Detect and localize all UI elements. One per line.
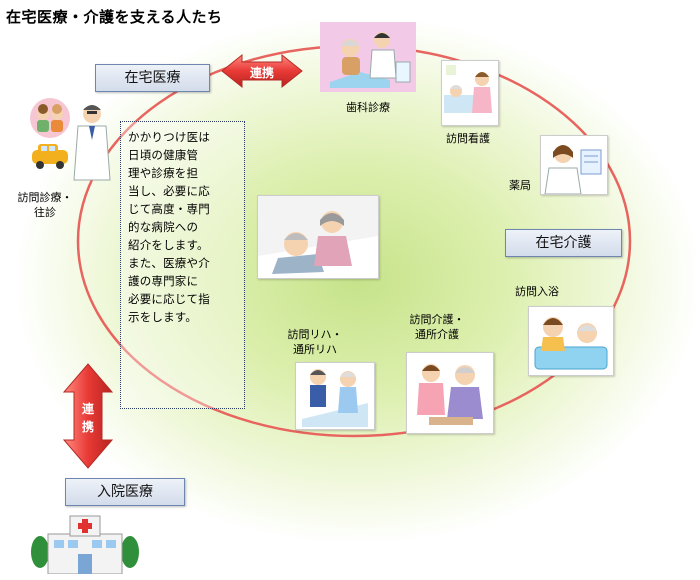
doctor-description: かかりつけ医は 日頃の健康管 理や診療を担 当し、必要に応 じて高度・専門 的な…	[120, 121, 245, 409]
visit-rehab-illustration	[295, 362, 375, 430]
caregiver-meal-icon	[407, 353, 493, 433]
visit-bath-illustration	[528, 306, 614, 376]
link-arrow-top	[221, 53, 303, 89]
label-visit-consult: 訪問診療・ 往診	[10, 190, 80, 220]
doctor-visit-illustration	[28, 92, 116, 184]
page-title: 在宅医療・介護を支える人たち	[6, 8, 223, 26]
visit-nursing-illustration	[441, 60, 499, 126]
hospital-illustration	[30, 512, 140, 575]
label-visit-rehab-line1: 訪問リハ・	[287, 328, 343, 341]
link-arrow-vertical	[62, 363, 114, 469]
box-home-care: 在宅介護	[505, 229, 622, 257]
link-label-vertical-char2: 携	[81, 420, 94, 434]
label-visit-nursing: 訪問看護	[446, 132, 490, 145]
dental-illustration	[320, 22, 416, 92]
label-visit-consult-line1: 訪問診療・	[17, 191, 73, 204]
link-label-vertical: 連 携	[78, 400, 98, 436]
pharmacist-icon	[541, 136, 607, 194]
elderly-home-illustration	[257, 195, 379, 279]
background-glow	[20, 20, 695, 540]
pharmacy-illustration	[540, 135, 608, 195]
doctor-family-car-icon	[30, 98, 111, 181]
elderly-couple-icon	[258, 196, 378, 278]
rehab-walking-icon	[296, 363, 374, 429]
nurse-bedside-icon	[442, 61, 498, 125]
box-hospital: 入院医療	[65, 478, 185, 506]
label-dental: 歯科診療	[346, 101, 390, 114]
box-home-medical: 在宅医療	[95, 64, 210, 92]
label-visit-care-line2: 通所介護	[415, 328, 459, 341]
label-visit-care-line1: 訪問介護・	[409, 313, 465, 326]
hospital-building-icon	[31, 515, 139, 575]
visit-care-illustration	[406, 352, 494, 434]
link-label-top: 連携	[249, 66, 274, 80]
label-visit-bath: 訪問入浴	[515, 285, 559, 298]
label-visit-rehab-line2: 通所リハ	[293, 343, 337, 356]
bathtub-care-icon	[529, 307, 613, 375]
label-visit-consult-line2: 往診	[34, 206, 56, 219]
label-visit-rehab: 訪問リハ・ 通所リハ	[280, 327, 350, 357]
label-visit-care: 訪問介護・ 通所介護	[402, 312, 472, 342]
dental-chair-icon	[320, 22, 416, 92]
link-label-vertical-char1: 連	[81, 402, 94, 416]
label-pharmacy: 薬局	[509, 179, 531, 192]
